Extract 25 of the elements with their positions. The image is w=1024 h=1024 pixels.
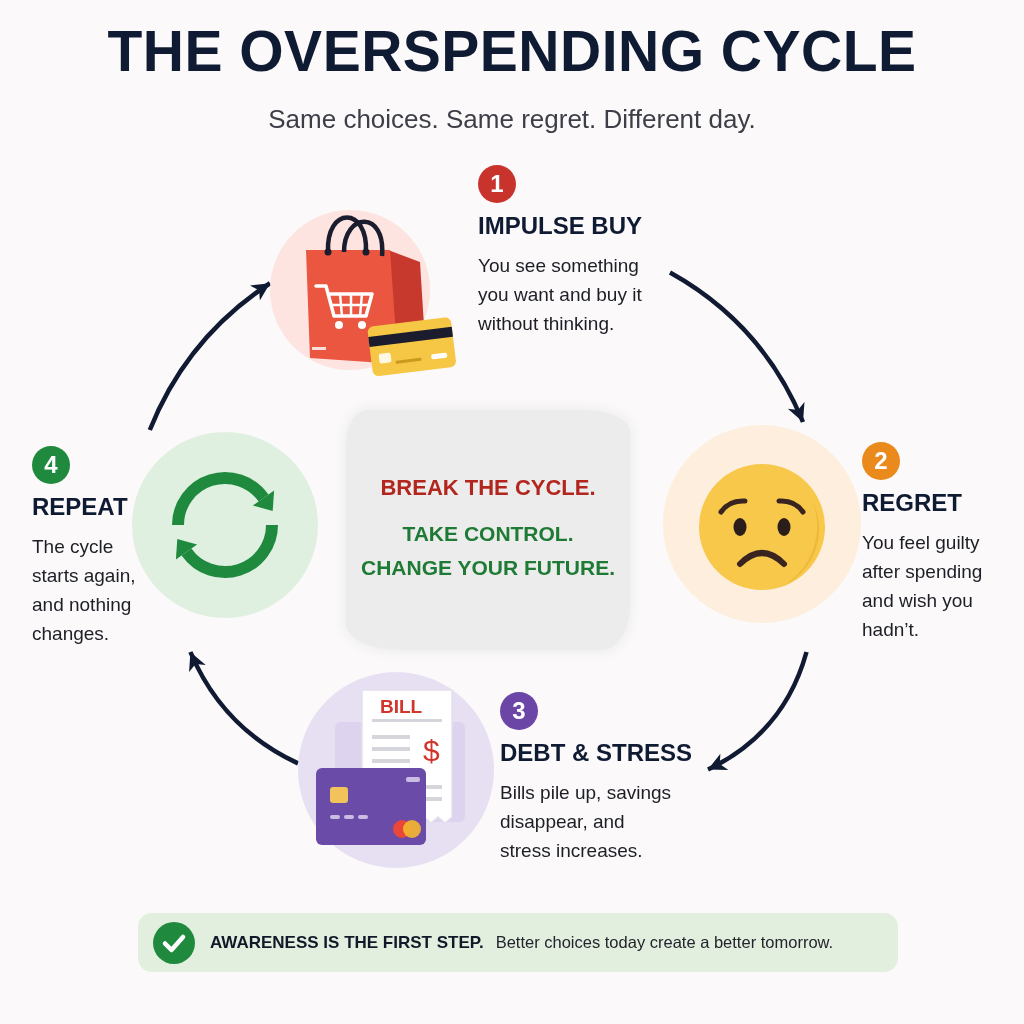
banner-text: Better choices today create a better tomorrow. <box>495 933 834 952</box>
cycle-arrow <box>147 281 272 431</box>
tip-banner <box>138 913 898 972</box>
subtitle: Same choices. Same regret. Different day. <box>268 104 756 135</box>
cycle-arrow <box>668 270 806 423</box>
slogan-text: TAKE CONTROL. CHANGE YOUR FUTURE. <box>360 521 616 581</box>
title: THE OVERSPENDING CYCLE <box>107 18 917 84</box>
step-title: IMPULSE BUY <box>478 211 642 241</box>
step-number: 3 <box>500 692 538 730</box>
slogan-heading: BREAK THE CYCLE. <box>380 475 596 501</box>
step-number: 4 <box>32 446 70 484</box>
bill-title: BILL <box>380 697 423 718</box>
cycle-arrow <box>706 651 809 772</box>
step-number: 2 <box>862 442 900 480</box>
step-title: REPEAT <box>32 492 128 522</box>
step-description: You feel guilty after spending and wish you hadn’t. <box>862 531 984 642</box>
step-description: The cycle starts again, and nothing changes. <box>32 535 137 646</box>
banner-heading: AWARENESS IS THE FIRST STEP. <box>210 932 484 953</box>
step-description: Bills pile up, savings disappear, and stress increases. <box>500 781 673 863</box>
cycle-arrow <box>188 651 299 766</box>
step-number: 1 <box>478 165 516 203</box>
dollar-sign: $ <box>423 734 440 767</box>
step-description: You see something you want and buy it without thinking. <box>478 254 643 336</box>
step-title: REGRET <box>862 488 962 518</box>
step-title: DEBT & STRESS <box>500 738 693 768</box>
